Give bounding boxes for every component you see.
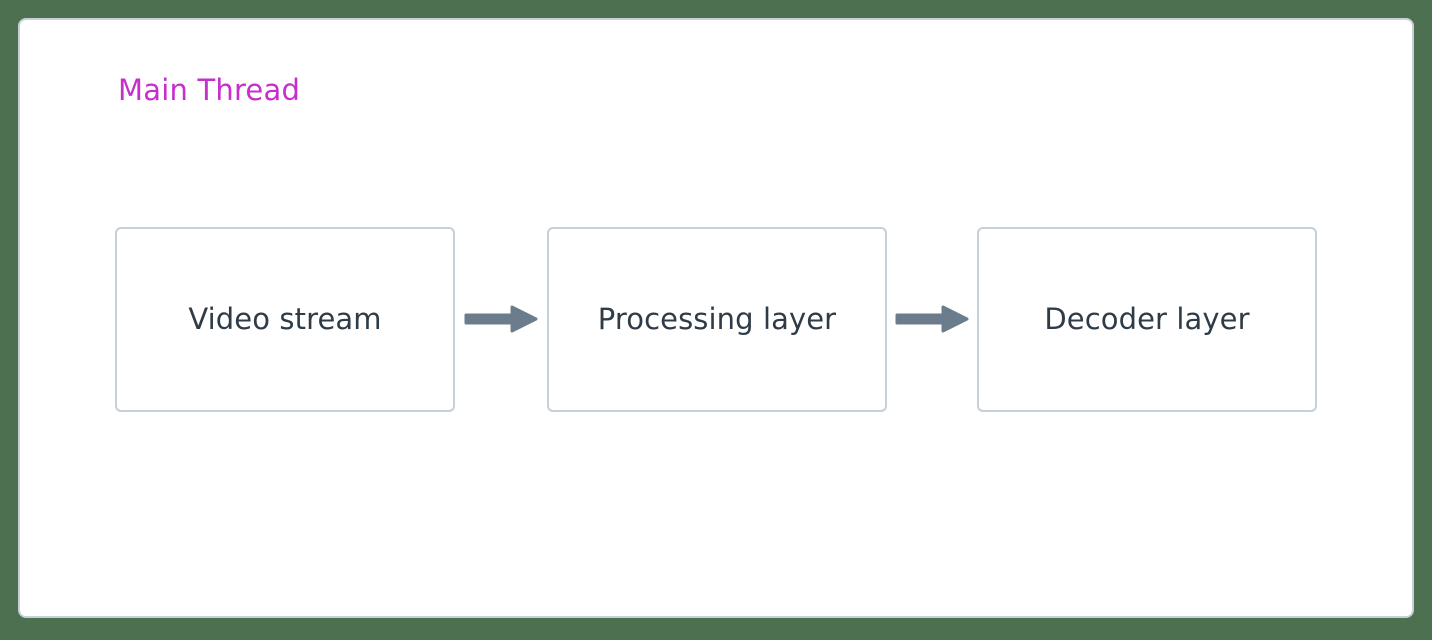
subgraph-title: Main Thread [118,73,301,107]
node-label: Processing layer [597,302,837,336]
edge-video-stream-to-processing-layer [462,303,538,335]
arrow-right-icon [464,305,538,333]
node-label: Decoder layer [1044,302,1250,336]
node-label: Video stream [188,302,382,336]
node-processing-layer[interactable]: Processing layer [547,227,887,412]
node-video-stream[interactable]: Video stream [115,227,455,412]
arrow-right-icon [895,305,969,333]
edge-processing-layer-to-decoder-layer [893,303,969,335]
node-decoder-layer[interactable]: Decoder layer [977,227,1317,412]
